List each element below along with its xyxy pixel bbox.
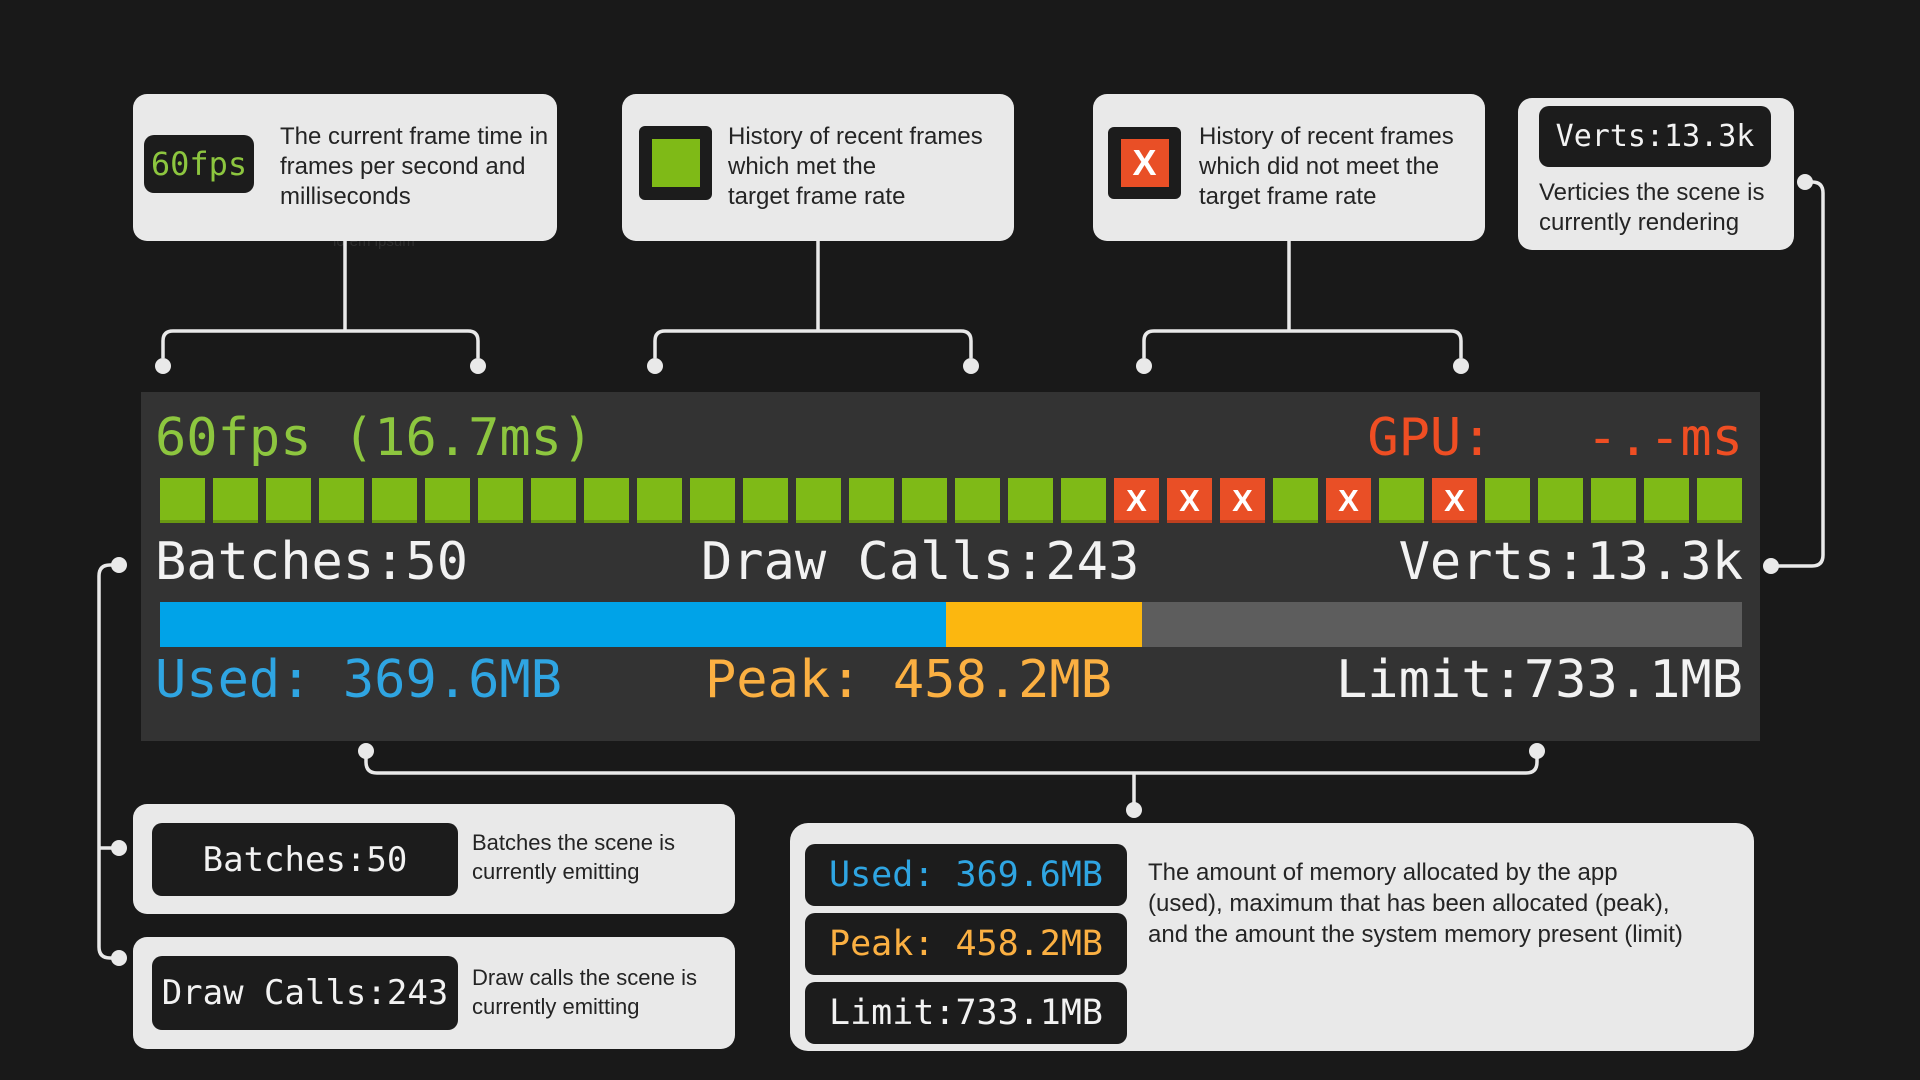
frame-ok-square (425, 478, 470, 523)
frame-ok-square (955, 478, 1000, 523)
frame-ok-square (1538, 478, 1583, 523)
frame-ok-square (796, 478, 841, 523)
frame-miss-square: X (1220, 478, 1265, 523)
frame-ok-square (1379, 478, 1424, 523)
draw-calls-chip: Draw Calls:243 (152, 956, 458, 1030)
callout-memory: Used: 369.6MB Peak: 458.2MB Limit:733.1M… (790, 823, 1754, 1051)
connector-frames-ok (647, 241, 979, 374)
fps-desc: The current frame time in frames per sec… (280, 123, 549, 210)
frame-ok-square (372, 478, 417, 523)
frames-ok-desc: History of recent frames which met the t… (728, 123, 983, 210)
callout-frames-miss: X History of recent frames which did not… (1093, 94, 1485, 241)
callout-fps: 60fps The current frame time in frames p… (133, 94, 557, 241)
callout-batches: Batches:50 Batches the scene is currentl… (133, 804, 735, 914)
draw-calls-desc: Draw calls the scene is currently emitti… (472, 965, 697, 1019)
frame-ok-chip (639, 126, 712, 200)
connector-fps (155, 241, 486, 374)
frames-miss-desc: History of recent frames which did not m… (1199, 123, 1454, 210)
frame-ok-square (584, 478, 629, 523)
frame-ok-square (213, 478, 258, 523)
frame-ok-square (1008, 478, 1053, 523)
hud-gpu-label: GPU: -.-ms (1367, 408, 1743, 468)
batches-chip: Batches:50 (152, 823, 458, 896)
fps-chip-label: 60fps (150, 145, 248, 183)
memory-limit-chip-label: Limit:733.1MB (829, 993, 1103, 1033)
hud-framerate-row: 60fps (16.7ms) GPU: -.-ms (141, 408, 1760, 468)
frame-ok-square (743, 478, 788, 523)
frame-ok-square (478, 478, 523, 523)
memory-used-chip: Used: 369.6MB (805, 844, 1127, 906)
hud-batches-label: Batches:50 (155, 532, 469, 592)
frame-ok-square (1591, 478, 1636, 523)
frame-miss-square: X (1326, 478, 1371, 523)
hud-stats-row: Batches:50 Draw Calls:243 Verts:13.3k (141, 532, 1760, 592)
verts-desc: Verticies the scene is currently renderi… (1539, 179, 1765, 236)
frame-miss-square: X (1167, 478, 1212, 523)
frame-miss-square: X (1114, 478, 1159, 523)
connector-memory (358, 743, 1545, 818)
frame-ok-square (531, 478, 576, 523)
memory-bar-used-segment (160, 602, 947, 647)
frame-ok-square (266, 478, 311, 523)
verts-chip: Verts:13.3k (1539, 106, 1771, 167)
frame-ok-icon (651, 139, 700, 187)
hud-verts-label: Verts:13.3k (1398, 532, 1743, 592)
connector-verts (1763, 174, 1825, 574)
verts-chip-label: Verts:13.3k (1555, 119, 1755, 154)
connector-batches-drawcalls (97, 557, 127, 966)
memory-peak-chip: Peak: 458.2MB (805, 913, 1127, 975)
batches-chip-label: Batches:50 (202, 839, 408, 880)
frame-ok-square (690, 478, 735, 523)
frame-ok-square (1061, 478, 1106, 523)
frame-miss-square: X (1432, 478, 1477, 523)
fps-chip: 60fps (144, 135, 254, 193)
frame-ok-square (160, 478, 205, 523)
frame-ok-square (1273, 478, 1318, 523)
memory-used-chip-label: Used: 369.6MB (829, 855, 1103, 895)
frame-ok-square (849, 478, 894, 523)
draw-calls-chip-label: Draw Calls:243 (161, 973, 449, 1013)
frame-ok-square (902, 478, 947, 523)
frame-ok-square (1485, 478, 1530, 523)
hud-draw-calls-label: Draw Calls:243 (701, 532, 1140, 592)
memory-bar (160, 602, 1742, 647)
hud-memory-peak-label: Peak: 458.2MB (705, 650, 1112, 710)
memory-limit-chip: Limit:733.1MB (805, 982, 1127, 1044)
memory-bar-peak-segment (946, 602, 1143, 647)
hud-fps-label: 60fps (16.7ms) (155, 408, 594, 468)
memory-desc: The amount of memory allocated by the ap… (1148, 859, 1683, 948)
hud-memory-limit-label: Limit:733.1MB (1336, 650, 1743, 710)
hud-memory-row: Used: 369.6MB Peak: 458.2MB Limit:733.1M… (141, 650, 1760, 710)
frame-miss-icon: X (1120, 139, 1169, 187)
hud-memory-used-label: Used: 369.6MB (155, 650, 562, 710)
memory-peak-chip-label: Peak: 458.2MB (829, 924, 1103, 964)
batches-desc: Batches the scene is currently emitting (472, 830, 676, 884)
callout-verts: Verts:13.3k Verticies the scene is curre… (1518, 98, 1794, 250)
callout-draw-calls: Draw Calls:243 Draw calls the scene is c… (133, 937, 735, 1049)
memory-bar-free-segment (1142, 602, 1742, 647)
frame-ok-square (637, 478, 682, 523)
frame-ok-square (319, 478, 364, 523)
callout-frames-ok: History of recent frames which met the t… (622, 94, 1014, 241)
connector-frames-miss (1136, 241, 1469, 374)
frame-ok-square (1697, 478, 1742, 523)
frame-miss-chip: X (1108, 127, 1181, 199)
frame-ok-square (1644, 478, 1689, 523)
